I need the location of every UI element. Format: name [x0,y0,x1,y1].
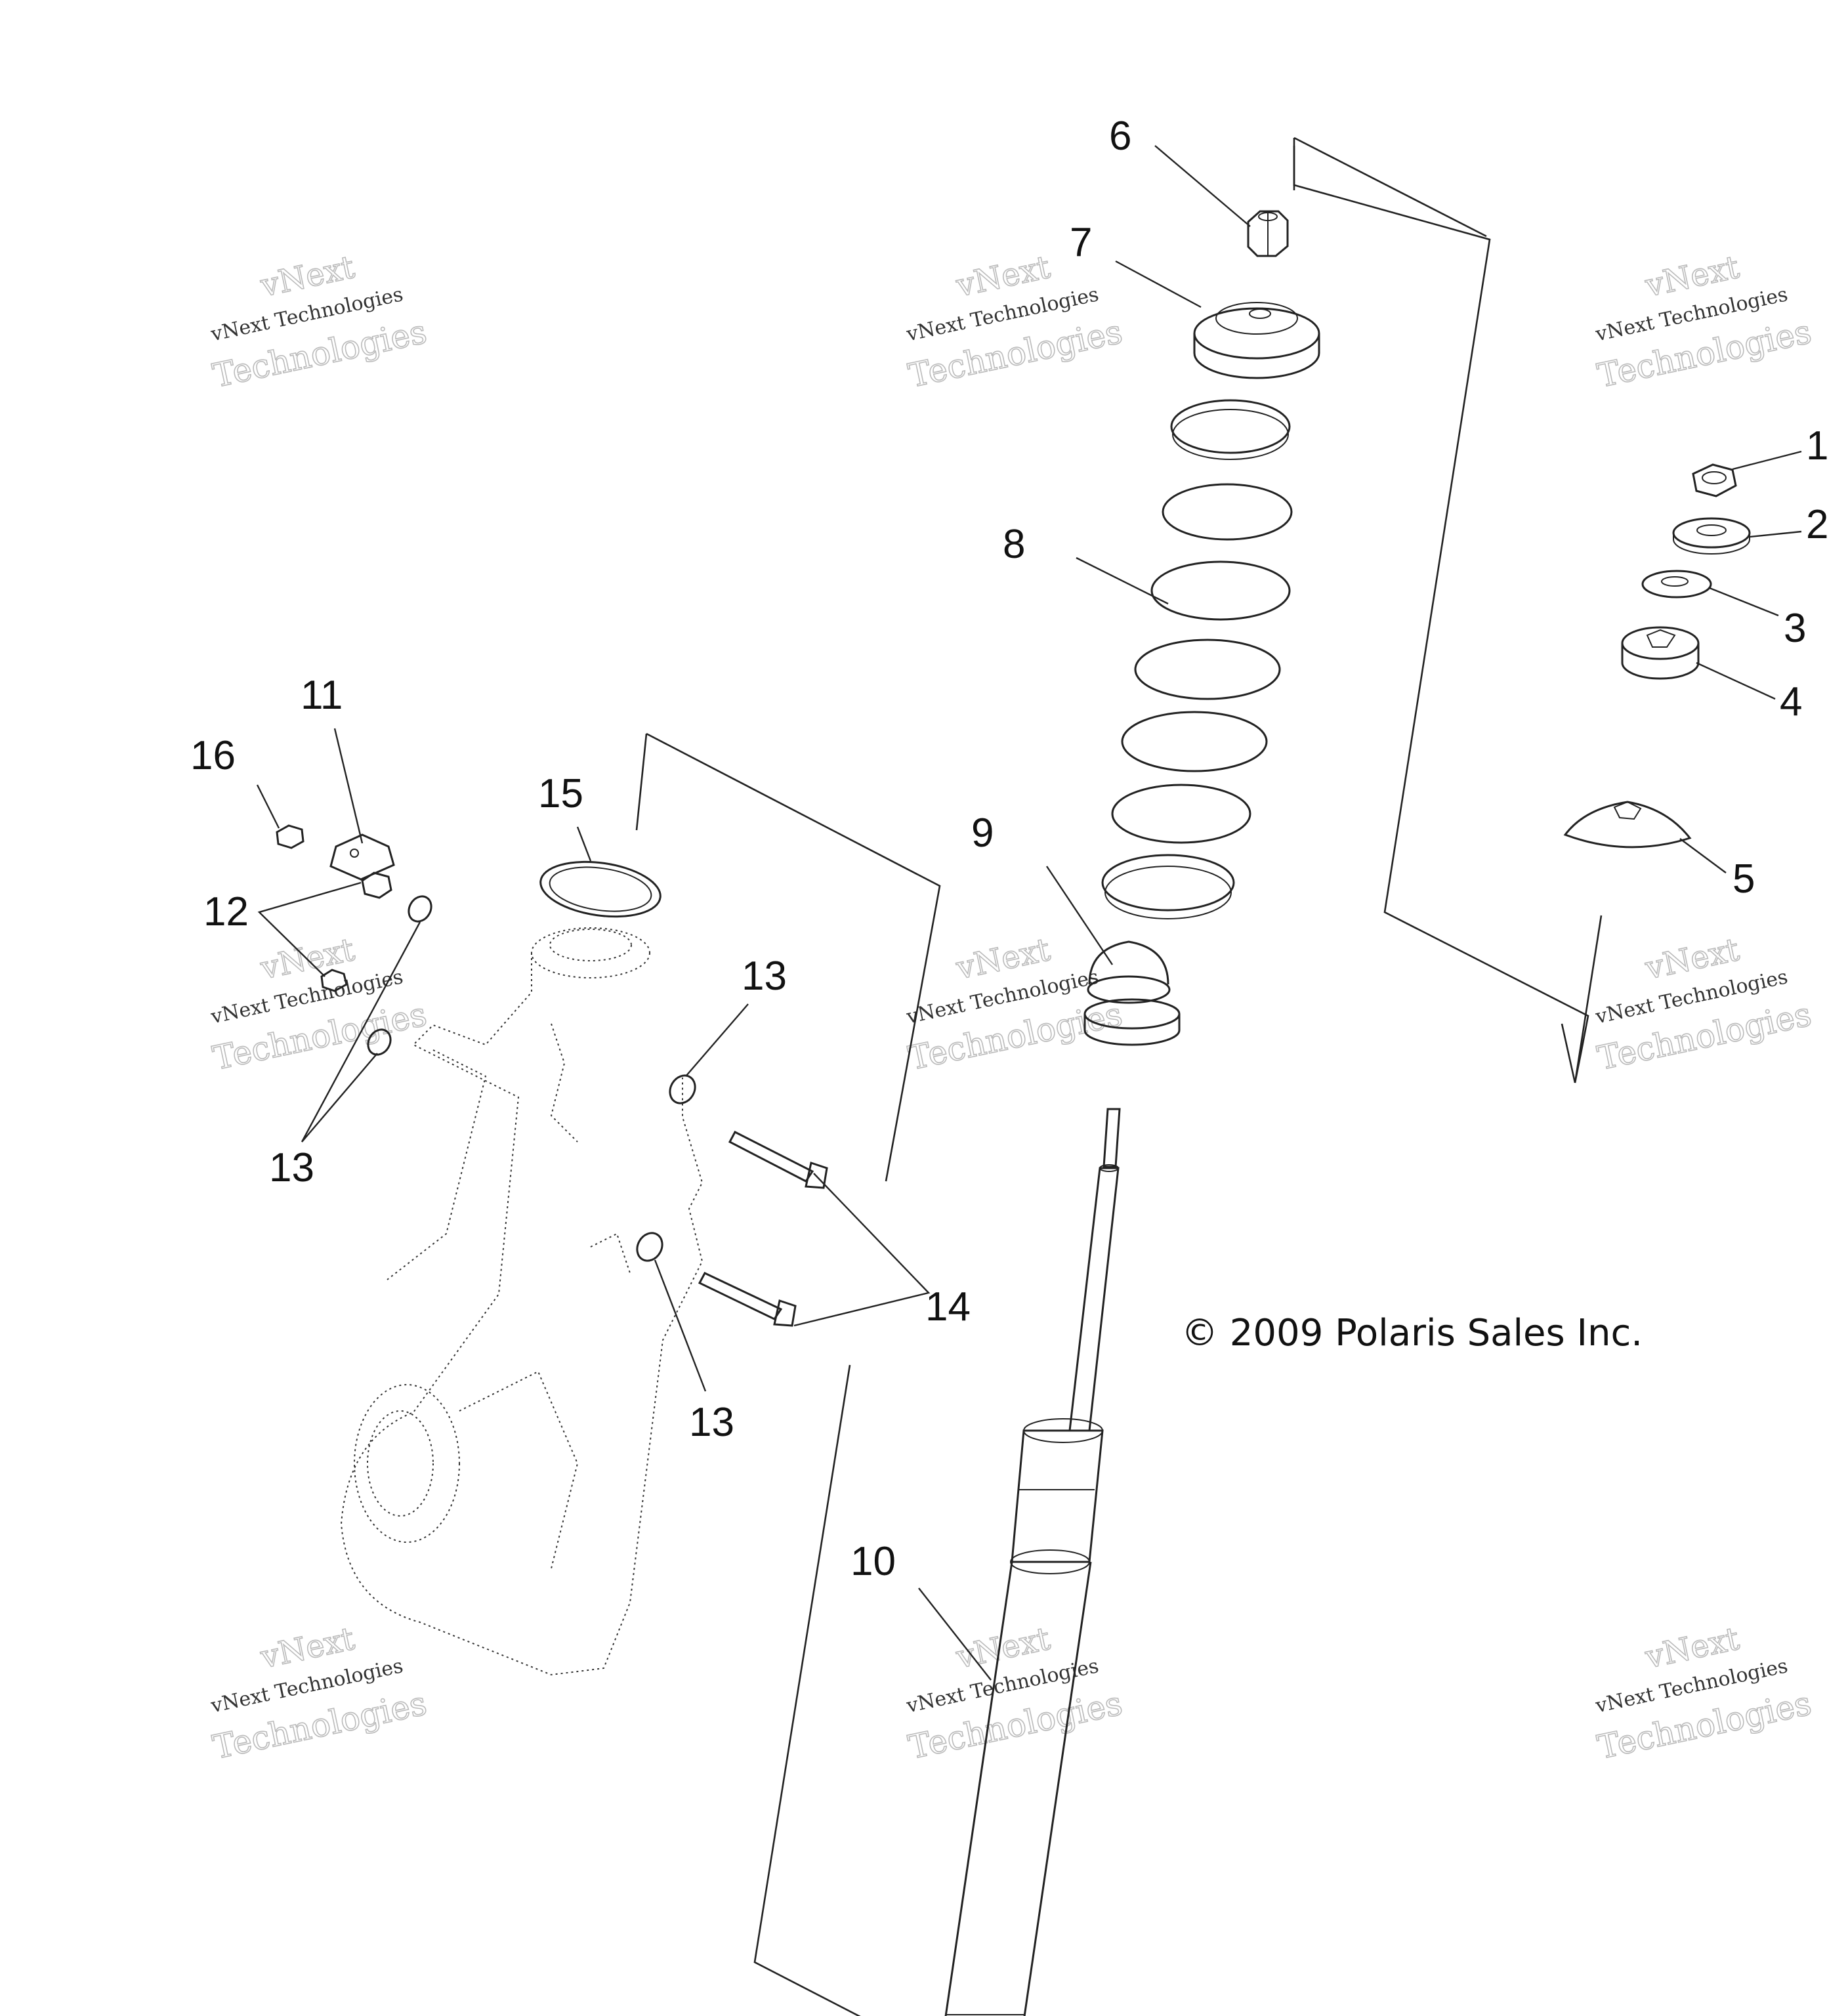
callout-10: 10 [850,1539,896,1584]
callout-4: 4 [1780,679,1802,724]
part-10-shock-absorber [944,1108,1121,2016]
watermark-tile: vNext vNext Technologies Technologies [1593,248,1815,395]
callout-13-left: 13 [269,1145,314,1190]
callout-14: 14 [925,1284,971,1330]
lower-assembly-bracket [635,732,941,2016]
copyright-notice: © 2009 Polaris Sales Inc. [1181,1312,1643,1354]
part-7-spring-seat [1193,302,1320,379]
callout-8: 8 [1003,522,1025,567]
watermark-tile: vNext vNext Technologies Technologies [1593,931,1815,1078]
part-16-nut [276,824,304,849]
part-15-o-ring [539,860,662,918]
part-6-nut [1247,210,1289,257]
part-5-cup [1563,801,1692,849]
watermark-tile: vNext vNext Technologies Technologies [904,1620,1126,1767]
callout-13-upper: 13 [742,954,787,999]
callout-6: 6 [1109,114,1131,159]
part-13-washer [367,895,696,1262]
callout-labels: 1 2 3 4 5 6 7 8 9 10 11 12 13 13 13 14 1… [190,114,1828,1584]
steering-knuckle [340,927,704,1676]
callout-9: 9 [971,810,994,856]
part-2-washer [1672,517,1751,555]
part-8-coil-spring [1101,399,1293,919]
callout-1: 1 [1806,423,1828,469]
callout-3: 3 [1784,606,1806,651]
callout-11: 11 [301,673,343,718]
part-3-washer [1641,570,1712,598]
watermark-tile: vNext vNext Technologies Technologies [904,931,1126,1078]
callout-15: 15 [538,771,583,816]
callout-2: 2 [1806,502,1828,547]
part-4-bushing [1621,626,1700,680]
part-9-bump-stop [1083,940,1181,1046]
callout-16: 16 [190,733,236,778]
upper-assembly-bracket [1293,146,1589,1083]
part-11-clip [329,833,395,881]
upper-assembly-bracket-right [1293,136,1603,1083]
callout-7: 7 [1070,220,1092,265]
watermark-tile: vNext vNext Technologies Technologies [1593,1620,1815,1767]
part-1-nut [1692,463,1737,497]
leader-lines [256,145,1802,1681]
callout-5: 5 [1732,856,1755,902]
watermark-tile: vNext vNext Technologies Technologies [209,248,430,395]
part-12-nut [320,872,392,992]
callout-13-lower: 13 [689,1400,734,1445]
watermark-tile: vNext vNext Technologies Technologies [209,1620,430,1767]
callout-12: 12 [203,889,249,934]
watermark-tile: vNext vNext Technologies Technologies [209,931,430,1078]
part-14-bolt [698,1130,828,1327]
